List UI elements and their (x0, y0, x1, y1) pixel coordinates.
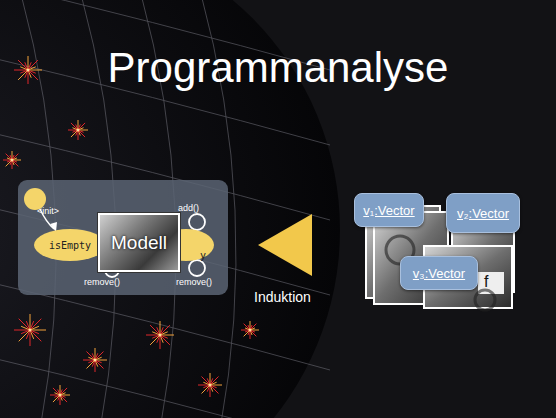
state-ellipse: isEmpty (34, 229, 106, 261)
image-text: f (484, 273, 488, 291)
model-panel (18, 180, 228, 295)
add-loop (189, 214, 205, 230)
object-label: v₂:Vector (446, 193, 520, 233)
remove-loop (189, 260, 205, 276)
object-name: v₃:Vector (413, 266, 465, 281)
arrow-label: Induktion (254, 289, 311, 305)
object-label: v₁:Vector (354, 193, 424, 227)
node-text: isEmpty (49, 240, 91, 251)
object-label: v₃:Vector (400, 256, 478, 290)
object-name: v₁:Vector (363, 203, 414, 218)
induction-arrow (258, 214, 312, 276)
object-name: v₂:Vector (457, 206, 509, 221)
node-text: y (200, 250, 206, 261)
model-box: Modell (98, 213, 180, 272)
transition-label: add() (178, 203, 199, 213)
node-text: Modell (111, 232, 167, 254)
slide-title: Programmanalyse (0, 44, 556, 92)
transition-label: <init> (37, 206, 59, 216)
transition-label: remove() (84, 277, 120, 287)
transition-label: remove() (176, 277, 212, 287)
